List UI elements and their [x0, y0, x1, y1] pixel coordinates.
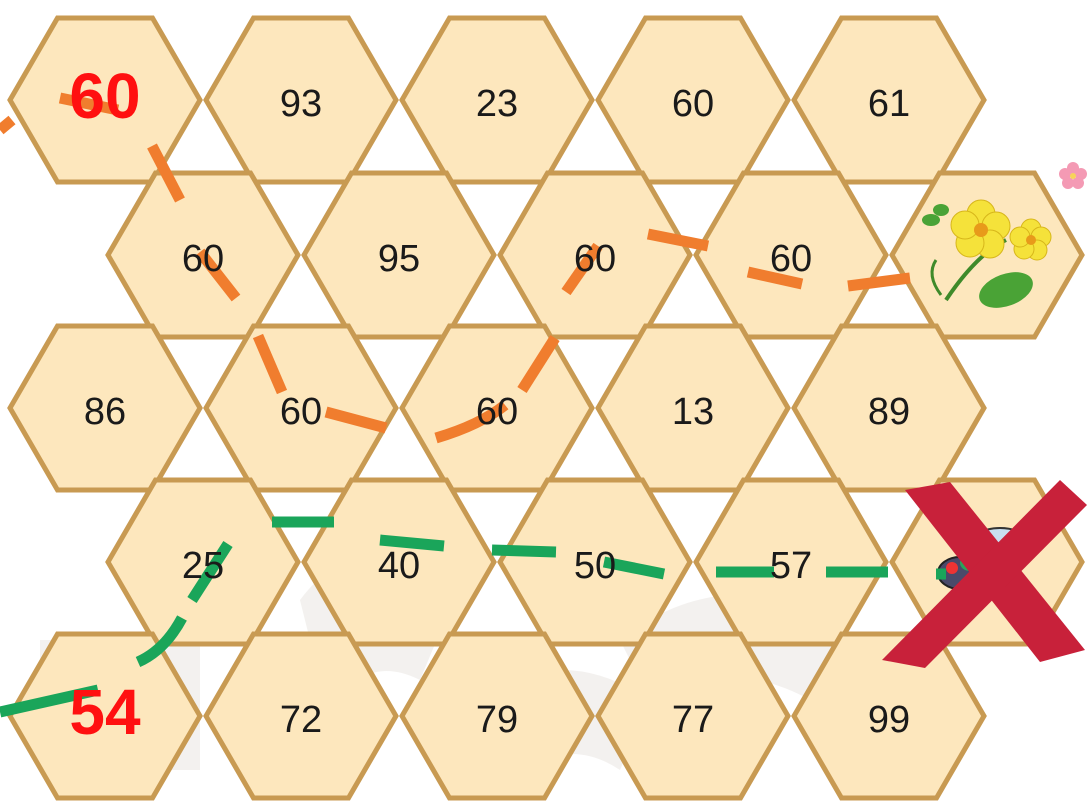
hex-number: 79	[476, 699, 518, 741]
hex-number: 50	[574, 545, 616, 587]
hex-number: 25	[182, 545, 224, 587]
highlighted-number: 60	[69, 60, 140, 132]
hex-number: 72	[280, 699, 322, 741]
hex-number: 95	[378, 238, 420, 280]
hex-number: 93	[280, 83, 322, 125]
hex-number: 86	[84, 391, 126, 433]
highlighted-number: 54	[69, 676, 141, 748]
hex-number: 61	[868, 83, 910, 125]
hex-number: 60	[574, 238, 616, 280]
hex-number: 60	[672, 83, 714, 125]
hex-number: 60	[770, 238, 812, 280]
hex-number: 99	[868, 699, 910, 741]
hex-number: 40	[378, 545, 420, 587]
hex-grid	[10, 18, 1082, 798]
hex-number: 89	[868, 391, 910, 433]
pink-flower-icon	[1059, 162, 1087, 189]
hex-number: 60	[280, 391, 322, 433]
hex-number: 60	[476, 391, 518, 433]
hex-number: 23	[476, 83, 518, 125]
hex-number: 57	[770, 545, 812, 587]
hex-number: 13	[672, 391, 714, 433]
hex-number: 60	[182, 238, 224, 280]
hex-number: 77	[672, 699, 714, 741]
